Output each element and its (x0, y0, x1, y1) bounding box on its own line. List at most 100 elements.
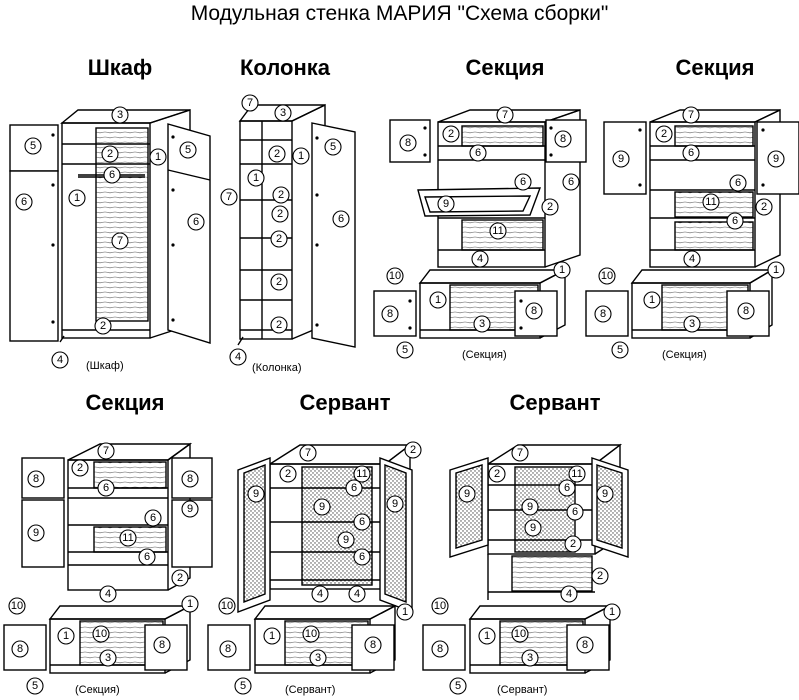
part-callout-7: 7 (682, 106, 700, 124)
unit-caption-servant-a: (Сервант) (285, 684, 336, 696)
part-callout-10: 10 (511, 625, 529, 643)
svg-text:8: 8 (159, 639, 165, 651)
part-callout-2: 2 (270, 316, 288, 334)
svg-text:6: 6 (193, 216, 199, 228)
part-callout-6: 6 (15, 193, 33, 211)
part-callout-10: 10 (431, 597, 449, 615)
svg-text:6: 6 (475, 147, 481, 159)
part-callout-7: 7 (111, 232, 129, 250)
part-callout-4: 4 (560, 585, 578, 603)
page-title: Модульная стенка МАРИЯ "Схема сборки" (190, 2, 609, 25)
part-callout-3: 3 (683, 315, 701, 333)
unit-title-section-c: Секция (85, 390, 165, 415)
svg-text:8: 8 (370, 639, 376, 651)
part-callout-9: 9 (612, 150, 630, 168)
part-callout-6: 6 (353, 548, 371, 566)
svg-text:3: 3 (280, 107, 286, 119)
svg-text:9: 9 (343, 534, 349, 546)
part-callout-2: 2 (94, 317, 112, 335)
svg-text:4: 4 (354, 588, 360, 600)
svg-text:10: 10 (221, 600, 233, 612)
part-callout-4: 4 (311, 585, 329, 603)
svg-text:3: 3 (527, 652, 533, 664)
part-callout-10: 10 (302, 625, 320, 643)
part-callout-9: 9 (767, 150, 785, 168)
part-callout-5: 5 (234, 677, 252, 695)
part-callout-8: 8 (737, 302, 755, 320)
svg-text:2: 2 (597, 570, 603, 582)
svg-text:5: 5 (185, 144, 191, 156)
part-callout-6: 6 (144, 509, 162, 527)
svg-text:7: 7 (305, 447, 311, 459)
part-callout-7: 7 (299, 444, 317, 462)
svg-text:2: 2 (448, 128, 454, 140)
svg-text:5: 5 (32, 680, 38, 692)
svg-text:9: 9 (253, 488, 259, 500)
part-callout-9: 9 (181, 500, 199, 518)
svg-text:2: 2 (285, 468, 291, 480)
part-callout-5: 5 (24, 137, 42, 155)
part-callout-1: 1 (767, 261, 785, 279)
part-callout-9: 9 (437, 195, 455, 213)
svg-text:7: 7 (688, 109, 694, 121)
svg-text:2: 2 (276, 276, 282, 288)
section-b-drawing (585, 108, 799, 339)
svg-text:10: 10 (389, 270, 401, 282)
part-callout-9: 9 (313, 498, 331, 516)
svg-text:10: 10 (305, 628, 317, 640)
svg-text:6: 6 (572, 506, 578, 518)
part-callout-2: 2 (564, 535, 582, 553)
unit-title-section-b: Секция (675, 55, 755, 80)
part-callout-2: 2 (591, 567, 609, 585)
part-callout-6: 6 (729, 174, 747, 192)
svg-text:2: 2 (177, 572, 183, 584)
svg-text:7: 7 (502, 109, 508, 121)
unit-title-wardrobe: Шкаф (87, 55, 153, 80)
svg-text:11: 11 (492, 225, 503, 237)
svg-text:9: 9 (602, 488, 608, 500)
svg-text:1: 1 (435, 294, 441, 306)
part-callout-3: 3 (111, 106, 129, 124)
part-callout-8: 8 (11, 640, 29, 658)
part-callout-1: 1 (292, 147, 310, 165)
svg-text:8: 8 (582, 639, 588, 651)
svg-text:6: 6 (735, 177, 741, 189)
part-callout-6: 6 (514, 173, 532, 191)
svg-text:1: 1 (773, 264, 779, 276)
svg-text:6: 6 (520, 176, 526, 188)
svg-text:9: 9 (464, 488, 470, 500)
svg-text:4: 4 (477, 253, 483, 265)
svg-text:8: 8 (531, 305, 537, 317)
part-callout-1: 1 (553, 261, 571, 279)
part-callout-5: 5 (324, 138, 342, 156)
part-callout-8: 8 (594, 305, 612, 323)
svg-text:6: 6 (359, 516, 365, 528)
part-callout-5: 5 (449, 677, 467, 695)
part-callout-9: 9 (596, 485, 614, 503)
svg-text:5: 5 (330, 141, 336, 153)
part-callout-4: 4 (99, 585, 117, 603)
part-callout-2: 2 (171, 569, 189, 587)
svg-text:8: 8 (225, 643, 231, 655)
part-callout-8: 8 (525, 302, 543, 320)
part-callout-6: 6 (332, 210, 350, 228)
part-callout-9: 9 (521, 498, 539, 516)
unit-caption-wardrobe: (Шкаф) (86, 360, 124, 372)
part-callout-8: 8 (153, 636, 171, 654)
part-callout-8: 8 (27, 470, 45, 488)
part-callout-9: 9 (337, 531, 355, 549)
part-callout-1: 1 (247, 169, 265, 187)
part-callout-3: 3 (473, 315, 491, 333)
unit-caption-section-a: (Секция) (462, 349, 507, 361)
part-callout-8: 8 (431, 640, 449, 658)
part-callout-4: 4 (683, 250, 701, 268)
part-callout-8: 8 (399, 134, 417, 152)
part-callout-2: 2 (655, 125, 673, 143)
svg-text:2: 2 (276, 233, 282, 245)
svg-text:4: 4 (105, 588, 111, 600)
svg-text:6: 6 (109, 169, 115, 181)
part-callout-6: 6 (562, 173, 580, 191)
servant-b-drawing (422, 443, 629, 674)
part-callout-1: 1 (478, 627, 496, 645)
svg-text:8: 8 (33, 473, 39, 485)
